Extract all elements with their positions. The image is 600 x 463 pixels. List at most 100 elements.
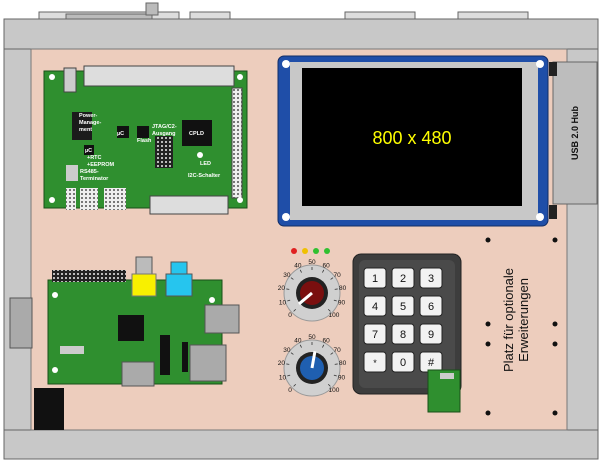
dial-tick-mark — [327, 308, 331, 312]
dial-tick-label: 100 — [328, 312, 339, 319]
rs485-label-1: RS485- — [80, 169, 99, 175]
display-module — [277, 55, 549, 227]
side-connector — [9, 297, 33, 349]
uc-large-label: µC — [117, 131, 124, 137]
dial-tick-mark — [322, 344, 325, 348]
raspberry-pi — [47, 256, 240, 387]
dial-tick-mark — [290, 352, 294, 355]
dial-tick-label: 90 — [338, 375, 346, 382]
dial-needle — [310, 350, 317, 369]
top-connectors — [38, 2, 529, 21]
dial-tick-label: 50 — [308, 334, 316, 341]
dial-tick-mark — [287, 374, 291, 377]
dial-tick-mark — [333, 374, 337, 377]
keypad-key[interactable] — [391, 267, 415, 289]
status-led — [324, 248, 330, 254]
dial-tick-label: 20 — [278, 285, 286, 292]
usb-hub-label: USB 2.0 Hub — [570, 105, 580, 160]
dial-tick-label: 30 — [283, 347, 291, 354]
dial-tick-label: 100 — [328, 387, 339, 394]
dial-tick-label: 80 — [339, 360, 347, 367]
dial-tick-mark — [299, 269, 302, 273]
dial-tick-label: 80 — [339, 285, 347, 292]
dial-tick-mark — [333, 299, 337, 302]
dial-tick-mark — [330, 277, 334, 280]
keypad-key[interactable] — [419, 323, 443, 345]
power-jack — [34, 388, 64, 430]
keypad-key-label: 0 — [400, 357, 406, 369]
keypad-key-label: * — [373, 358, 377, 368]
keypad-key-label: 5 — [400, 301, 406, 313]
keypad-key-label: 2 — [400, 273, 406, 285]
dial-tick-label: 20 — [278, 360, 286, 367]
keypad-key-label: 8 — [400, 329, 406, 341]
expansion-line-2: Erweiterungen — [516, 278, 531, 362]
keypad-key[interactable] — [363, 295, 387, 317]
keypad-key[interactable] — [391, 351, 415, 373]
dial-tick-mark — [287, 299, 291, 302]
rs485-label-2: Terminator — [80, 176, 109, 182]
keypad-key-label: 1 — [372, 273, 378, 285]
status-leds — [291, 248, 330, 254]
keypad-key-label: 3 — [428, 273, 434, 285]
jtag-label-2: Ausgang — [152, 131, 176, 137]
board-labels: Power- Manage- ment µC µC Flash JTAG/C2-… — [79, 113, 221, 182]
display-resolution: 800 x 480 — [372, 128, 451, 148]
keypad-key[interactable] — [391, 295, 415, 317]
cpld-label: CPLD — [189, 131, 204, 137]
dial-tick-mark — [293, 383, 297, 387]
keypad-key-label: # — [428, 357, 435, 369]
dial-tick-label: 60 — [322, 337, 330, 344]
dial-tick-mark — [330, 352, 334, 355]
keypad-keys: 1 2 3 4 5 6 7 8 9 * 0 # — [363, 267, 443, 373]
expansion-line-1: Platz für optionale — [501, 268, 516, 372]
dial-tick-mark — [299, 344, 302, 348]
status-led — [291, 248, 297, 254]
dial-tick-label: 30 — [283, 272, 291, 279]
power-management-label-3: ment — [79, 127, 92, 133]
keypad-key-label: 9 — [428, 329, 434, 341]
keypad-key-label: 4 — [372, 301, 378, 313]
rtc-label-2: +EEPROM — [87, 162, 114, 168]
dial-tick-mark — [327, 383, 331, 387]
dial-tick-label: 10 — [279, 375, 287, 382]
dial-tick-label: 70 — [333, 347, 341, 354]
rtc-label-1: +RTC — [87, 155, 102, 161]
keypad-key[interactable] — [391, 323, 415, 345]
mounting-holes — [485, 237, 558, 416]
expansion-label: Platz für optionale Erweiterungen — [501, 268, 531, 372]
dial-tick-label: 70 — [333, 272, 341, 279]
dial-tick-label: 40 — [294, 262, 302, 269]
flash-label: Flash — [137, 138, 152, 144]
keypad-key[interactable] — [419, 295, 443, 317]
keypad-key[interactable] — [363, 267, 387, 289]
uc-small-label: µC — [85, 148, 92, 154]
power-management-label-2: Manage- — [79, 120, 101, 126]
status-led — [302, 248, 308, 254]
status-led — [313, 248, 319, 254]
keypad-key-label: 7 — [372, 329, 378, 341]
dial-tick-label: 40 — [294, 337, 302, 344]
usb-hub — [552, 61, 598, 205]
i2c-label: I2C-Schalter — [188, 173, 221, 179]
dial-tick-label: 0 — [288, 387, 292, 394]
led-label: LED — [200, 161, 211, 167]
dial-tick-label: 90 — [338, 300, 346, 307]
dial-needle — [298, 291, 313, 306]
keypad-key[interactable] — [363, 351, 387, 373]
dial-tick-label: 0 — [288, 312, 292, 319]
keypad-key-label: 6 — [428, 301, 434, 313]
power-management-label-1: Power- — [79, 113, 98, 119]
dial-tick-label: 10 — [279, 300, 287, 307]
dial-tick-label: 50 — [308, 259, 316, 266]
dial-tick-mark — [290, 277, 294, 280]
dial-tick-mark — [322, 269, 325, 273]
dial-tick-mark — [293, 308, 297, 312]
keypad-key[interactable] — [419, 267, 443, 289]
jtag-label-1: JTAG/C2- — [152, 124, 177, 130]
keypad-key[interactable] — [363, 323, 387, 345]
controller-board — [43, 65, 248, 215]
